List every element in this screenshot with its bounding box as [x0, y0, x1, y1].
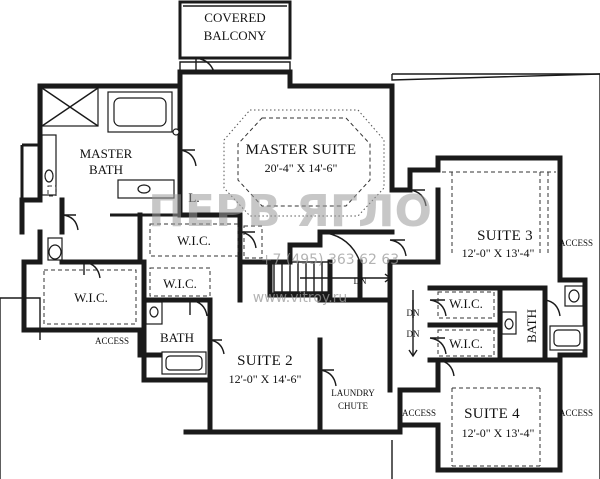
- suite4-name: SUITE 4: [464, 406, 520, 422]
- dn-lower-label: DN: [407, 329, 420, 339]
- suite-ceilings: [442, 171, 556, 467]
- covered-balcony-line2: BALCONY: [204, 28, 267, 43]
- linen-label: L.: [188, 190, 199, 205]
- watermark-site: www.vitroy.ru: [253, 290, 348, 306]
- dn-stair-label: DN: [354, 276, 367, 286]
- laundry-chute-line2: CHUTE: [338, 401, 368, 411]
- watermark: ПЕРВ ЯГЛО +7 (495) 363 62 63 www.vitroy.…: [148, 186, 432, 306]
- covered-balcony-line1: COVERED: [204, 10, 265, 25]
- wic-lower-label: W.I.C.: [163, 276, 197, 291]
- master-suite-name: MASTER SUITE: [246, 142, 357, 158]
- suite3-dims: 12'-0" X 13'-4": [462, 246, 535, 260]
- bath-fixtures: [145, 285, 585, 375]
- room-labels: COVERED BALCONY MASTER SUITE 20'-4" X 14…: [74, 10, 539, 440]
- suite4-dims: 12'-0" X 13'-4": [462, 426, 535, 440]
- watermark-phone: +7 (495) 363 62 63: [261, 252, 399, 268]
- bath-right-label: BATH: [524, 309, 539, 343]
- wic-center-label: W.I.C.: [177, 233, 211, 248]
- watermark-brand: ПЕРВ ЯГЛО: [148, 186, 432, 237]
- master-bath-line2: BATH: [89, 162, 123, 177]
- annotation-labels: DN DN DN ACCESS ACCESS ACCESS ACCESS: [95, 238, 593, 418]
- laundry-chute-line1: LAUNDRY: [331, 388, 375, 398]
- stairs: [273, 231, 392, 293]
- tray-ceiling: [223, 109, 385, 217]
- closet-shelves: [43, 223, 495, 357]
- wic-right-bottom-label: W.I.C.: [449, 336, 483, 351]
- master-bath-line1: MASTER: [80, 146, 133, 161]
- doors: [61, 149, 561, 387]
- bath-left-label: BATH: [160, 330, 194, 345]
- suite2-dims: 12'-0" X 14'-6": [229, 372, 302, 386]
- access-center-label: ACCESS: [402, 408, 436, 418]
- access-right-top-label: ACCESS: [559, 238, 593, 248]
- access-right-bottom-label: ACCESS: [559, 408, 593, 418]
- walls: [19, 69, 588, 473]
- suite3-name: SUITE 3: [477, 228, 533, 244]
- dn-upper-label: DN: [407, 308, 420, 318]
- master-bath-fixtures: [41, 87, 180, 261]
- dn-arrows: [408, 290, 418, 358]
- wic-left-label: W.I.C.: [74, 290, 108, 305]
- access-left-label: ACCESS: [95, 336, 129, 346]
- suite2-name: SUITE 2: [237, 353, 293, 369]
- master-suite-dims: 20'-4" X 14'-6": [265, 161, 338, 175]
- wic-right-top-label: W.I.C.: [449, 296, 483, 311]
